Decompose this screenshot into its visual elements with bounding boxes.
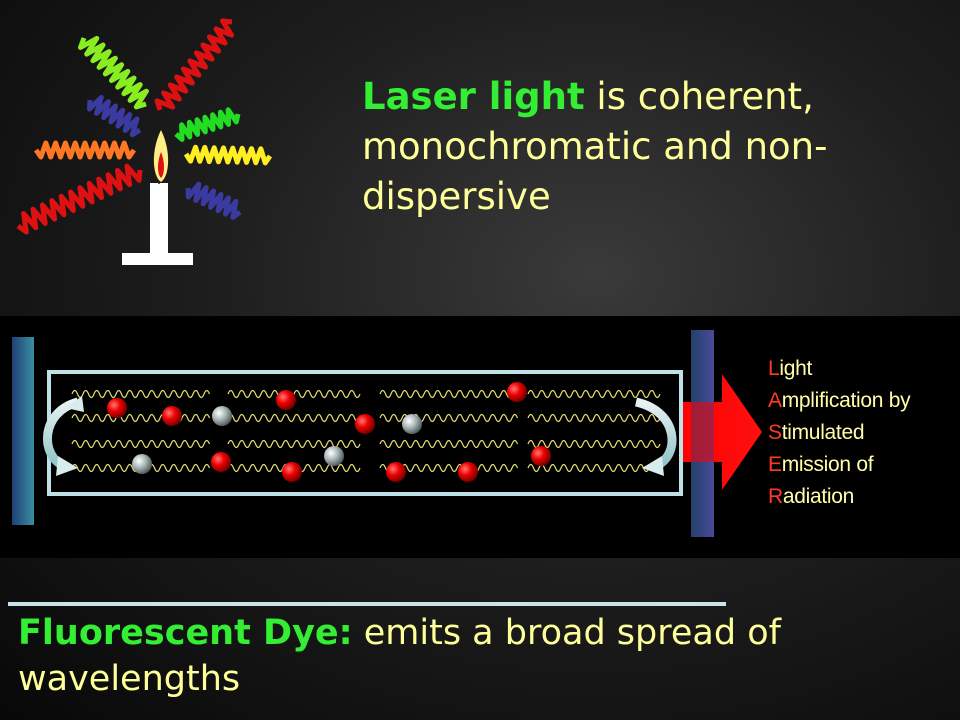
light-ray-icon [174, 107, 241, 142]
acronym-word: ight [779, 357, 813, 380]
atom-icon [402, 414, 422, 434]
photon-wave-icon [527, 463, 661, 473]
mirror-icon [12, 337, 34, 525]
divider-line [8, 602, 726, 606]
candle-icon [122, 176, 193, 265]
reflect-arrow-icon [42, 396, 84, 476]
acronym-line: Stimulated [768, 417, 958, 449]
photon-wave-icon [227, 439, 361, 449]
atom-icon [458, 462, 478, 482]
laser-cavity-diagram [12, 330, 762, 537]
light-rays [16, 18, 273, 235]
reflect-arrow-icon [634, 397, 677, 476]
atom-icon [355, 414, 375, 434]
acronym-initial: R [768, 485, 783, 508]
acronym-word: timulated [781, 421, 865, 444]
atom-icon [107, 398, 127, 418]
atom-icon [531, 446, 551, 466]
atom-icon [324, 446, 344, 466]
atom-icon [386, 462, 406, 482]
atom-icon [162, 406, 182, 426]
photon-wave-icon [379, 389, 519, 399]
light-ray-icon [154, 18, 235, 111]
atom-icon [507, 382, 527, 402]
light-ray-icon [183, 144, 273, 166]
light-ray-icon [16, 163, 143, 235]
acronym-initial: E [768, 453, 782, 476]
atom-icon [282, 462, 302, 482]
laser-acronym: Light Amplification by Stimulated Emissi… [768, 353, 958, 513]
fluorescent-dye-statement: Fluorescent Dye: emits a broad spread of… [18, 610, 918, 702]
acronym-word: mplification by [781, 389, 911, 412]
acronym-line: Emission of [768, 449, 958, 481]
atom-icon [211, 452, 231, 472]
headline-highlight: Laser light [362, 75, 585, 118]
atom-icon [132, 454, 152, 474]
acronym-initial: A [768, 389, 782, 412]
photon-wave-icon [379, 413, 519, 423]
atom-icon [212, 406, 232, 426]
atom-icon [276, 390, 296, 410]
acronym-initial: L [768, 357, 780, 380]
atoms [107, 382, 551, 482]
photon-wave-icon [527, 389, 661, 399]
photon-wave-icon [71, 389, 211, 399]
photon-wave-icon [71, 439, 211, 449]
acronym-word: mission of [781, 453, 874, 476]
flame-icon [153, 130, 169, 182]
photon-wave-icon [527, 413, 661, 423]
light-ray-icon [78, 35, 149, 110]
photon-wave-icon [71, 413, 211, 423]
light-ray-icon [33, 140, 137, 160]
headline-text: is coherent, monochromatic and non-dispe… [362, 75, 828, 218]
candle-illustration [16, 18, 273, 265]
light-ray-icon [87, 94, 142, 138]
laser-diagram-background [0, 316, 960, 558]
photon-wave-icon [227, 413, 361, 423]
dye-text: emits a broad spread of wavelengths [18, 613, 781, 699]
headline: Laser light is coherent, monochromatic a… [362, 72, 942, 222]
dye-highlight: Fluorescent Dye: [18, 613, 353, 653]
acronym-line: Light [768, 353, 958, 385]
acronym-line: Radiation [768, 481, 958, 513]
acronym-line: Amplification by [768, 385, 958, 417]
photon-wave-icon [379, 439, 519, 449]
acronym-word: adiation [782, 485, 855, 508]
light-ray-icon [185, 181, 242, 220]
photon-wave-icon [527, 439, 661, 449]
acronym-initial: S [768, 421, 782, 444]
